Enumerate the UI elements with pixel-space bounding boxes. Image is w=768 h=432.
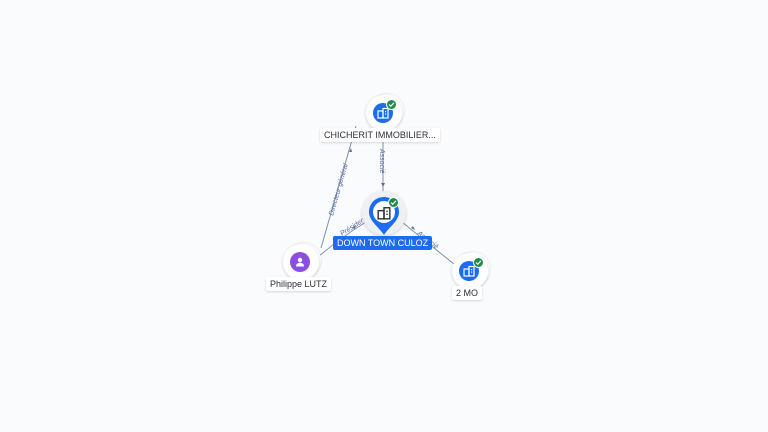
edge-arrow-left-top	[349, 148, 352, 152]
node-label: CHICHERIT IMMOBILIER...	[320, 128, 440, 142]
edge-label-top-center: Associé	[378, 148, 385, 174]
node-label: 2 MO	[452, 286, 483, 300]
verified-check-icon	[473, 257, 484, 268]
node-label: Philippe LUTZ	[266, 277, 332, 291]
edge-label-left-top: Directeur général	[328, 163, 350, 217]
edge-left-top	[320, 125, 357, 249]
verified-check-icon	[386, 99, 397, 110]
edge-arrow-left-center	[352, 225, 356, 229]
edge-arrow-right-center	[411, 226, 415, 230]
person-icon	[290, 252, 310, 272]
verified-check-icon	[388, 197, 399, 208]
edge-arrow-top-center	[381, 183, 385, 187]
node-label: DOWN TOWN CULOZ	[333, 236, 433, 250]
building-icon	[377, 206, 391, 220]
